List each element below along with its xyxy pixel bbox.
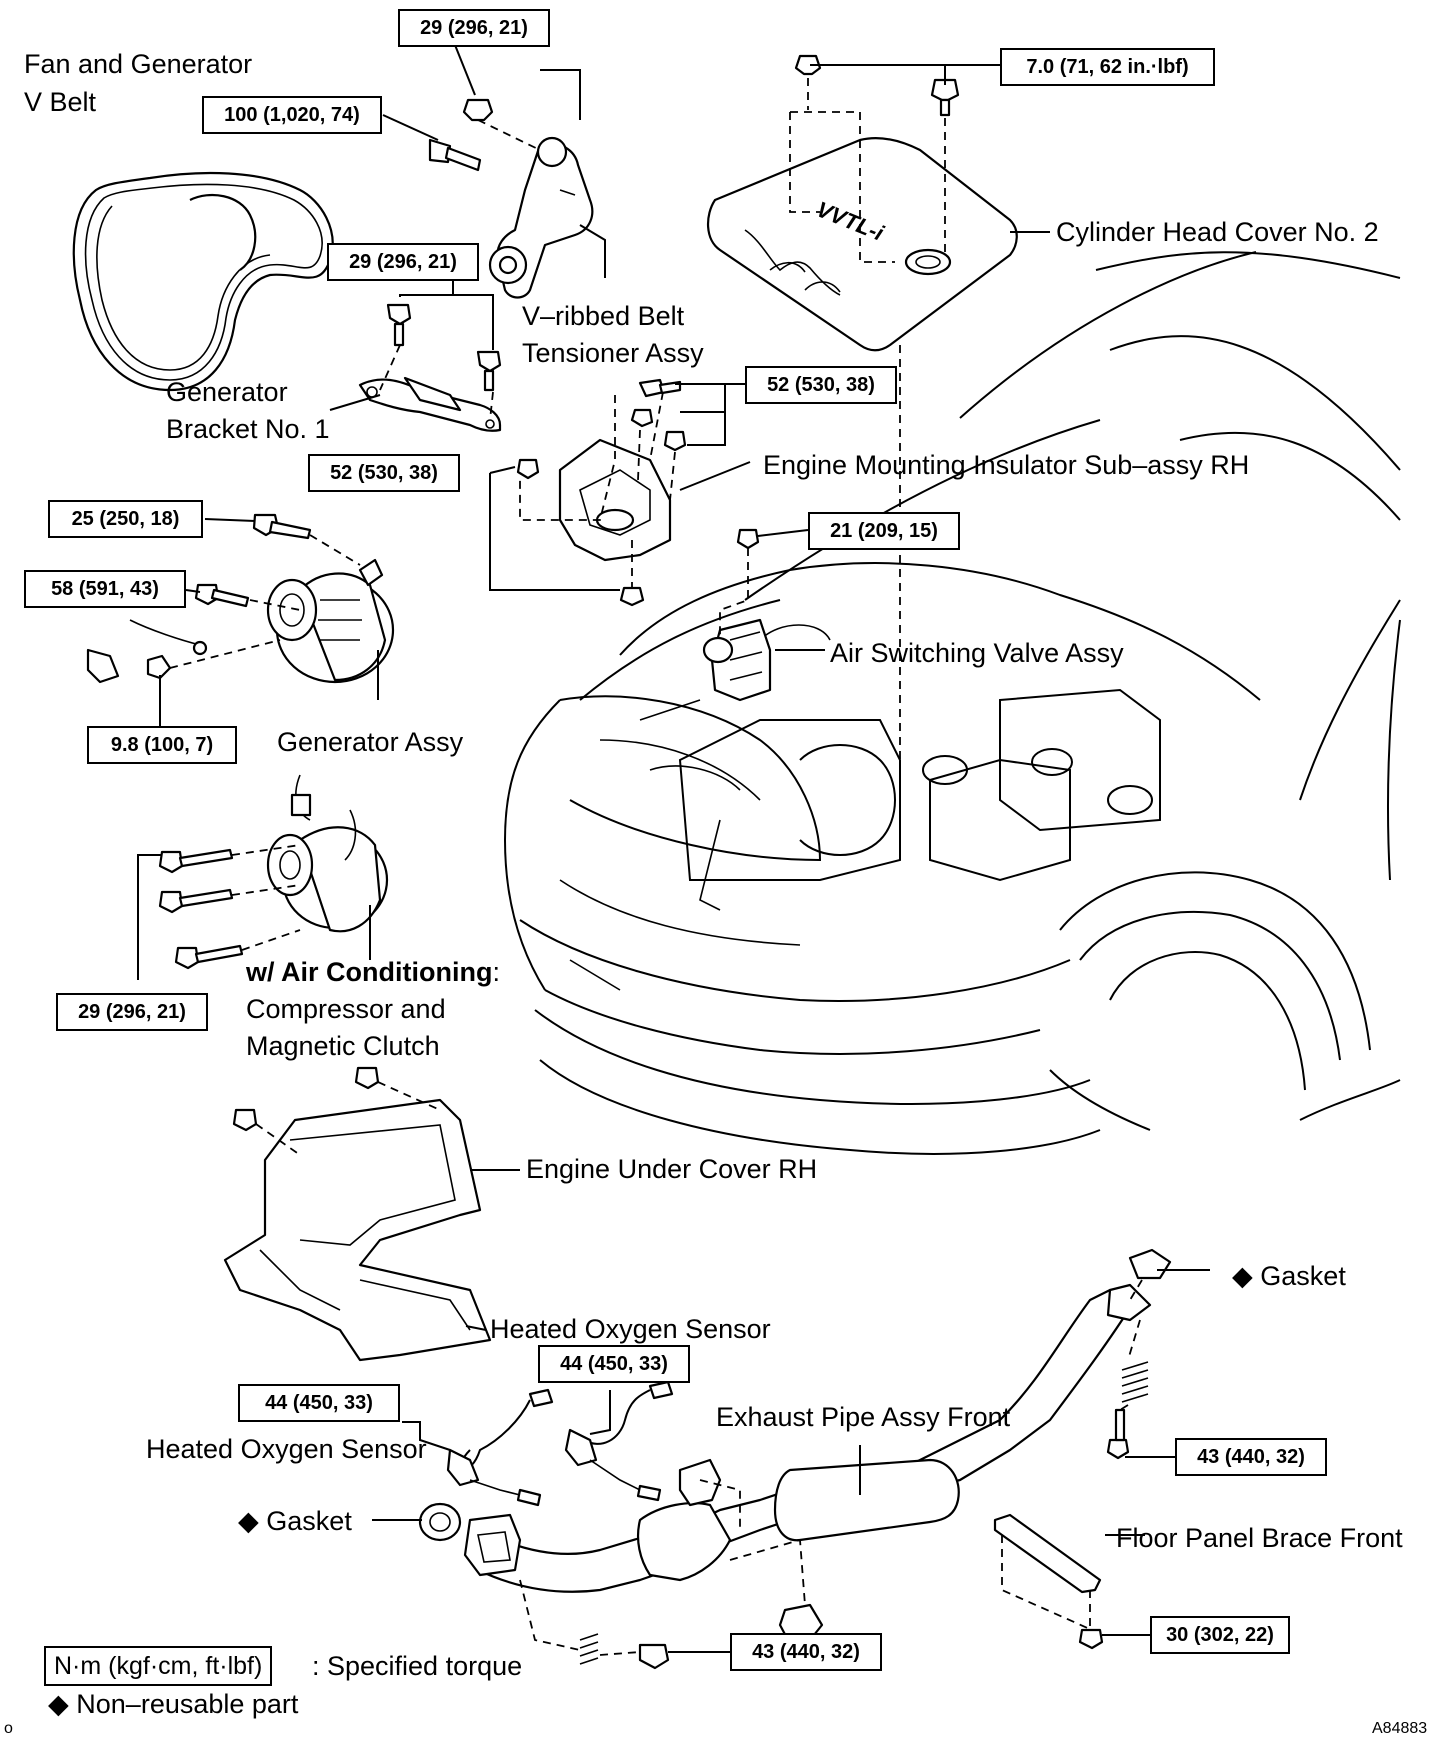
label-heated-oxygen-sensor-lower: Heated Oxygen Sensor (146, 1434, 427, 1464)
label-engine-under-cover: Engine Under Cover RH (526, 1154, 818, 1184)
legend-diamond-symbol: ◆ (48, 1689, 69, 1719)
torque-box-head-cover: 7.0 (71, 62 in.·lbf) (1000, 48, 1215, 86)
torque-box-o2-left: 44 (450, 33) (238, 1384, 400, 1422)
torque-box-mount-left: 52 (530, 38) (308, 454, 460, 492)
compressor-magnetic-clutch (158, 774, 389, 970)
torque-box-tensioner-bolt: 100 (1,020, 74) (202, 96, 382, 134)
torque-box-air-switching: 21 (209, 15) (808, 512, 960, 550)
legend-unit-box: N·m (kgf·cm, ft·lbf) (44, 1646, 273, 1686)
label-floor-panel-brace: Floor Panel Brace Front (1116, 1523, 1403, 1553)
torque-box-compressor: 29 (296, 21) (56, 993, 208, 1031)
figure-id: A84883 (1372, 1720, 1428, 1737)
label-engine-mounting-insulator: Engine Mounting Insulator Sub–assy RH (763, 450, 1250, 480)
floor-panel-brace-front (993, 1513, 1104, 1650)
label-ac-prefix: w/ Air Conditioning (246, 957, 493, 987)
alignment-dashed-lines (169, 78, 1143, 1656)
belt-tensioner-assy (428, 98, 594, 299)
legend-nonreusable: ◆ Non–reusable part (48, 1688, 298, 1721)
label-fan-belt-line2: V Belt (24, 87, 97, 117)
label-air-switching-valve: Air Switching Valve Assy (830, 638, 1124, 668)
engine-mounting-insulator (516, 378, 687, 607)
heated-oxygen-sensors (446, 1380, 674, 1507)
label-tensioner-line2: Tensioner Assy (522, 338, 704, 368)
label-gasket-left-text: Gasket (266, 1506, 352, 1536)
label-generator-assy: Generator Assy (277, 727, 464, 757)
legend-nonreusable-text: Non–reusable part (76, 1689, 299, 1719)
torque-box-bracket: 29 (296, 21) (327, 243, 479, 281)
torque-box-exhaust-right: 43 (440, 32) (1175, 1438, 1327, 1476)
label-ac-condition: w/ Air Conditioning: (246, 956, 500, 989)
torque-box-exhaust-bottom: 43 (440, 32) (730, 1633, 882, 1671)
label-gasket-left: ◆ Gasket (238, 1505, 352, 1538)
leader-lines (137, 44, 1210, 1653)
cylinder-head-cover-no2: VVTL-i (707, 54, 1018, 352)
fan-generator-v-belt (72, 171, 334, 392)
torque-box-brace: 30 (302, 22) (1150, 1616, 1290, 1654)
label-cylinder-head-cover: Cylinder Head Cover No. 2 (1056, 217, 1379, 247)
label-gasket-top-text: Gasket (1260, 1261, 1346, 1291)
exhaust-pipe-assy-front (418, 1248, 1172, 1670)
torque-box-generator-lower: 58 (591, 43) (24, 570, 186, 608)
torque-box-generator-upper: 25 (250, 18) (48, 500, 203, 538)
generator-assy (86, 513, 395, 684)
label-heated-oxygen-sensor-upper: Heated Oxygen Sensor (490, 1314, 771, 1344)
label-compressor-line1: Compressor and (246, 994, 446, 1024)
torque-box-generator-nut: 9.8 (100, 7) (87, 726, 237, 764)
torque-box-mount-right: 52 (530, 38) (745, 366, 897, 404)
nonreusable-symbol-left: ◆ (238, 1506, 259, 1536)
corner-left-mark: o (4, 1720, 13, 1737)
vehicle-outline (503, 251, 1401, 1155)
torque-box-tensioner-nut: 29 (296, 21) (398, 9, 550, 47)
label-exhaust-pipe-front: Exhaust Pipe Assy Front (716, 1402, 1011, 1432)
torque-box-o2-right: 44 (450, 33) (538, 1345, 690, 1383)
generator-bracket-no1 (358, 303, 502, 432)
label-ac-colon: : (492, 957, 500, 987)
label-fan-belt-line1: Fan and Generator (24, 49, 253, 79)
label-bracket-line2: Bracket No. 1 (166, 414, 330, 444)
engine-under-cover-rh (223, 1066, 492, 1362)
label-bracket-line1: Generator (166, 377, 288, 407)
air-switching-valve-assy (702, 528, 772, 702)
label-gasket-top: ◆ Gasket (1232, 1260, 1346, 1293)
legend-unit-description: : Specified torque (312, 1651, 523, 1681)
nonreusable-symbol-top: ◆ (1232, 1261, 1253, 1291)
label-compressor-line2: Magnetic Clutch (246, 1031, 440, 1061)
label-tensioner-line1: V–ribbed Belt (522, 301, 685, 331)
